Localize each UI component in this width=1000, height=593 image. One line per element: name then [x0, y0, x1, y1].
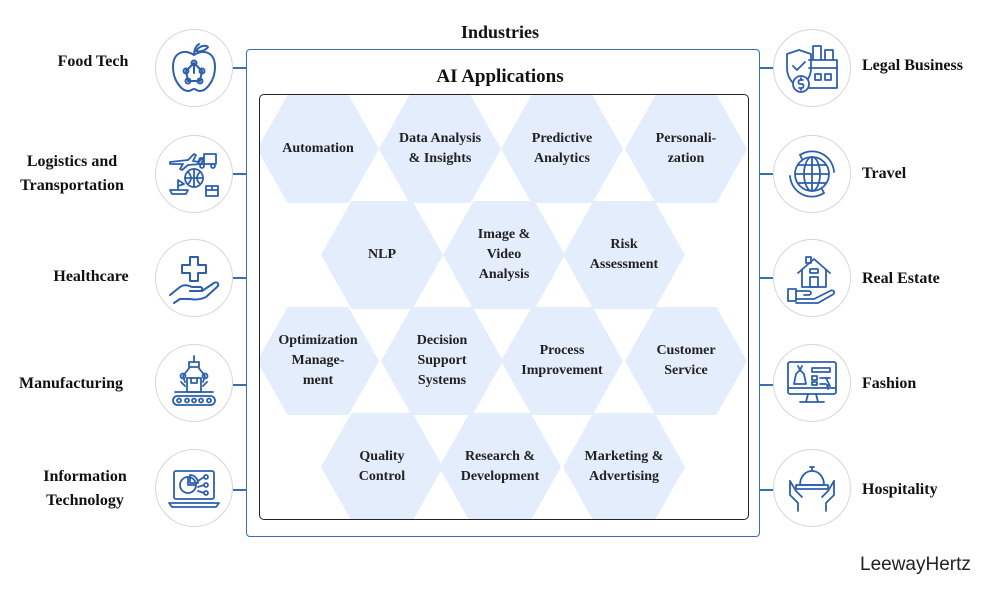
hex-customer-service: Customer Service — [625, 307, 747, 415]
hex-quality-control: Quality Control — [321, 413, 443, 519]
ai-applications-panel: Automation Data Analysis & Insights Pred… — [259, 94, 749, 520]
hex-nlp: NLP — [321, 201, 443, 309]
hex-image-video-analysis: Image & Video Analysis — [443, 201, 565, 309]
industry-label-fashion: Fashion — [862, 375, 917, 392]
hand-medical-cross-icon — [155, 239, 233, 317]
industry-label-legal-business: Legal Business — [862, 57, 963, 74]
industry-label-hospitality: Hospitality — [862, 481, 938, 498]
ai-applications-title: AI Applications — [436, 66, 564, 87]
hex-risk-assessment: Risk Assessment — [563, 201, 685, 309]
dress-display-icon — [773, 344, 851, 422]
house-hand-icon — [773, 239, 851, 317]
industry-label-healthcare: Healthcare — [53, 268, 129, 285]
hex-personalization: Personali- zation — [625, 95, 747, 203]
hex-predictive-analytics: Predictive Analytics — [501, 95, 623, 203]
hex-data-analysis: Data Analysis & Insights — [379, 95, 501, 203]
industry-label-real-estate: Real Estate — [862, 270, 940, 287]
brand-logo: LeewayHertz — [860, 554, 971, 575]
industry-label-information-technology: Information Technology — [43, 468, 127, 509]
industry-label-manufacturing: Manufacturing — [19, 375, 123, 392]
industry-label-food-tech: Food Tech — [57, 53, 129, 70]
industry-label-travel: Travel — [862, 165, 907, 182]
globe-icon — [773, 135, 851, 213]
logistics-icon — [155, 135, 233, 213]
hex-marketing-advertising: Marketing & Advertising — [563, 413, 685, 519]
laptop-chart-icon — [155, 449, 233, 527]
industry-label-logistics: Logistics and Transportation — [20, 153, 124, 194]
hex-decision-support: Decision Support Systems — [381, 307, 503, 415]
robotic-arm-conveyor-icon — [155, 344, 233, 422]
shield-building-dollar-icon — [773, 29, 851, 107]
hex-automation: Automation — [260, 95, 379, 203]
hex-research-development: Research & Development — [439, 413, 561, 519]
industries-title: Industries — [460, 22, 540, 42]
service-bell-hands-icon — [773, 449, 851, 527]
hex-process-improvement: Process Improvement — [501, 307, 623, 415]
industries-frame — [246, 49, 760, 537]
apple-network-icon — [155, 29, 233, 107]
hex-optimization-management: Optimization Manage- ment — [260, 307, 379, 415]
